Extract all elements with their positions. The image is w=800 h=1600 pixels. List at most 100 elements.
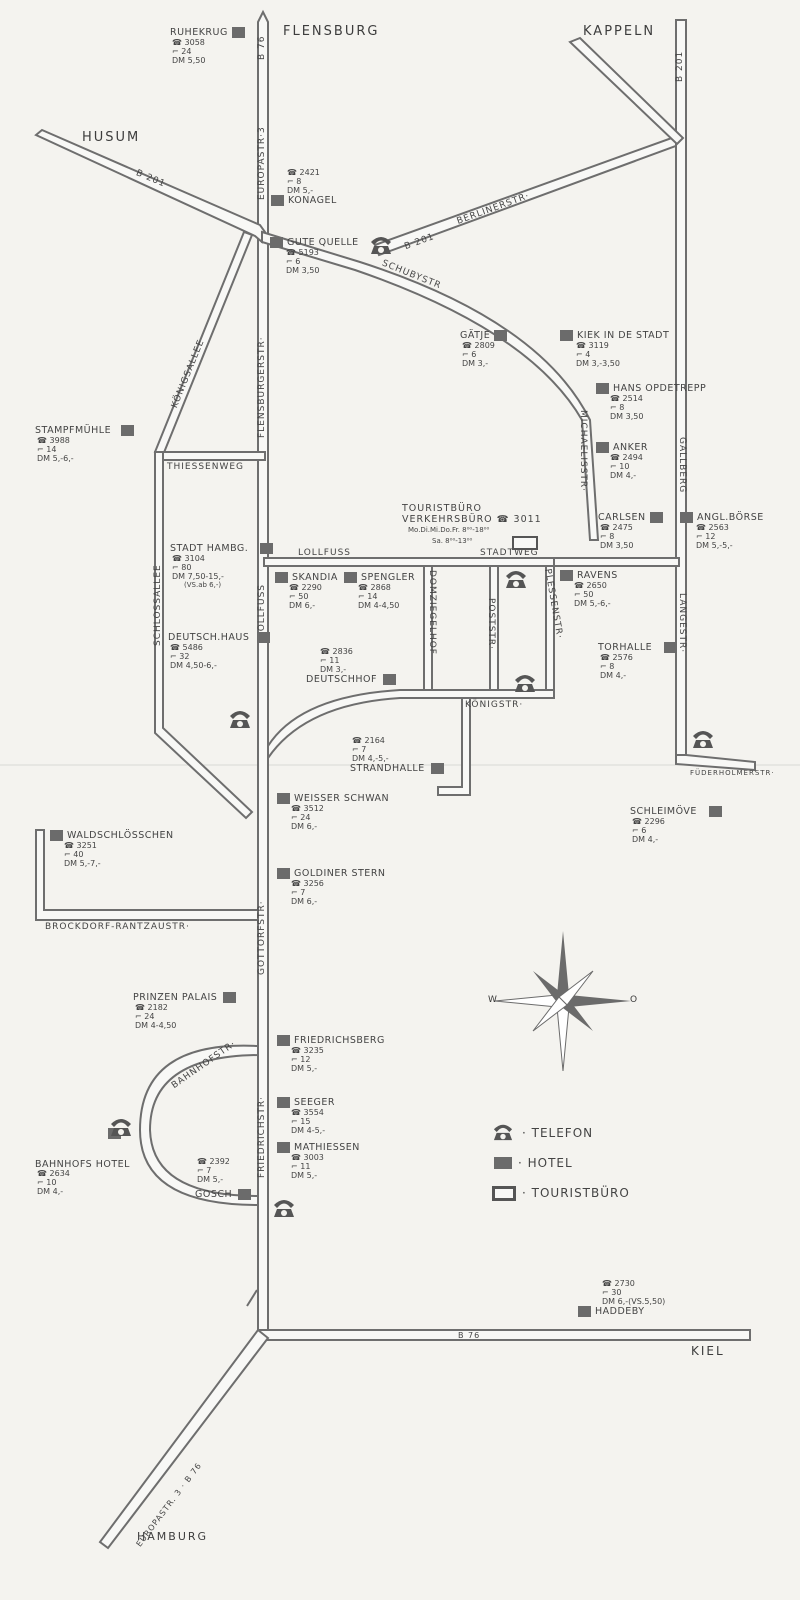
hotel-tel: ☎ 2650	[574, 581, 607, 590]
road-schubystr	[261, 230, 600, 541]
telephone-icon	[271, 1197, 297, 1223]
hotel-price: DM 5,50	[172, 56, 206, 65]
hotel-beds: ⌐ 50	[289, 592, 309, 601]
hotel-icon	[121, 425, 135, 436]
hotel-icon	[344, 572, 357, 583]
hotel-price: DM 6,-	[291, 822, 318, 831]
hotel-name: GUTE QUELLE	[287, 237, 359, 248]
hotel-icon	[277, 1035, 290, 1046]
hotel-price: DM 4-4,50	[135, 1021, 177, 1030]
hotel-tel: ☎ 2290	[289, 583, 322, 592]
hotel-icon	[270, 237, 283, 248]
hotel-price: DM 3,-3,50	[576, 359, 620, 368]
hotel-tel: ☎ 3003	[291, 1153, 324, 1162]
legend-hotel: · HOTEL	[490, 1148, 630, 1178]
hotel-tel: ☎ 5486	[170, 643, 203, 652]
road-label-b201-north: B 201	[675, 50, 685, 82]
hotel-price: DM 5,-6,-	[37, 454, 74, 463]
hotel-konagel: ☎ 2421 ⌐ 8 DM 5,- KONAGEL	[271, 168, 337, 206]
legend-telefon: · TELEFON	[490, 1118, 630, 1148]
hotel-icon	[494, 1157, 512, 1169]
hotel-tel: ☎ 3256	[291, 879, 324, 888]
hotel-price: DM 5,-	[291, 1171, 318, 1180]
hotel-goldiner-stern: GOLDINER STERN ☎ 3256 ⌐ 7 DM 6,-	[277, 868, 386, 906]
hotel-name: SCHLEIMÖVE	[630, 806, 697, 817]
hotel-name: KONAGEL	[288, 195, 337, 206]
road-strandhalle-spur	[437, 697, 471, 796]
hotel-tel: ☎ 2296	[632, 817, 665, 826]
hotel-icon	[277, 1097, 290, 1108]
hotel-icon	[257, 632, 271, 643]
hotel-beds: ⌐ 7	[352, 745, 367, 754]
hotel-schleimoewe: SCHLEIMÖVE ☎ 2296 ⌐ 6 DM 4,-	[630, 806, 722, 844]
hotel-name: TORHALLE	[598, 642, 653, 653]
hotel-name: WALDSCHLÖSSCHEN	[67, 830, 174, 841]
hotel-tel: ☎ 2182	[135, 1003, 168, 1012]
road-label-stadtweg: STADTWEG	[480, 548, 539, 558]
hotel-tel: ☎ 2634	[37, 1169, 70, 1178]
hotel-tel: ☎ 3251	[64, 841, 97, 850]
road-label-schlossallee: SCHLOSSALLEE	[153, 564, 163, 646]
hotel-icon	[560, 330, 573, 341]
hotel-stampfmuehle: STAMPFMÜHLE ☎ 3988 ⌐ 14 DM 5,-6,-	[35, 425, 135, 463]
hotel-tel: ☎ 2421	[287, 168, 320, 177]
hotel-name: SEEGER	[294, 1097, 335, 1108]
hotel-icon	[664, 642, 678, 653]
hotel-name: SKANDIA	[292, 572, 338, 583]
hotel-tel: ☎ 2730	[602, 1279, 635, 1288]
road-thiessenweg	[154, 451, 266, 461]
compass-rose	[494, 931, 631, 1072]
telephone-icon	[690, 728, 716, 754]
hotel-tel: ☎ 2836	[320, 647, 353, 656]
road-label-poststr: POSTSTR·	[486, 598, 496, 651]
hotel-anker: ANKER ☎ 2494 ⌐ 10 DM 4,-	[596, 442, 648, 480]
hotel-beds: ⌐ 8	[287, 177, 302, 186]
legend-touristbuero: · TOURISTBÜRO	[490, 1178, 630, 1208]
road-label-thiessenweg: THIESSENWEG	[167, 462, 245, 472]
telephone-icon	[512, 672, 538, 698]
telephone-icon	[227, 708, 253, 734]
hotel-name: CARLSEN	[598, 512, 646, 523]
touristbuero-icon	[492, 1185, 516, 1201]
hotel-price: DM 6,-(VS.5,50)	[602, 1297, 666, 1306]
road-bahnhofstr	[138, 1044, 259, 1207]
hotel-beds: ⌐ 24	[291, 813, 311, 822]
hotel-name: DEUTSCHHOF	[306, 674, 377, 685]
hotel-tel: ☎ 2514	[610, 394, 643, 403]
hotel-tel: ☎ 3554	[291, 1108, 324, 1117]
hotel-icon	[430, 763, 444, 774]
telephone-icon	[490, 1122, 516, 1145]
road-koenigstr	[267, 689, 555, 762]
hotel-spengler: SPENGLER ☎ 2868 ⌐ 14 DM 4-4,50	[344, 572, 415, 610]
hotel-price: DM 4,-	[600, 671, 627, 680]
legend-telefon-label: · TELEFON	[522, 1126, 594, 1140]
verkehrsbuero-title: VERKEHRSBÜRO ☎ 3011	[402, 514, 542, 525]
hotel-price: DM 4,-	[37, 1187, 64, 1196]
hotel-tel: ☎ 3988	[37, 436, 70, 445]
hotel-name: GOSCH	[195, 1189, 233, 1200]
city-flensburg: FLENSBURG	[283, 24, 380, 39]
hotel-tel: ☎ 3058	[172, 38, 205, 47]
hotel-price: DM 4,-	[632, 835, 659, 844]
hotel-price: DM 5,-7,-	[64, 859, 101, 868]
map-legend: · TELEFON · HOTEL · TOURISTBÜRO	[490, 1118, 630, 1208]
road-label-fuederholmerstr: FÜDERHOLMERSTR·	[690, 769, 775, 777]
hotel-beds: ⌐ 6	[632, 826, 647, 835]
hotel-name: RAVENS	[577, 570, 618, 581]
hotel-icon	[708, 806, 722, 817]
hotel-ravens: RAVENS ☎ 2650 ⌐ 50 DM 5,-6,-	[560, 570, 618, 608]
hotel-tel: ☎ 2475	[600, 523, 633, 532]
legend-hotel-label: · HOTEL	[518, 1156, 573, 1170]
hotel-deutschhof: ☎ 2836 ⌐ 11 DM 3,- DEUTSCHHOF	[306, 647, 396, 685]
hotel-ruhekrug: RUHEKRUG ☎ 3058 ⌐ 24 DM 5,50	[170, 27, 245, 65]
hotel-price: DM 3,50	[286, 266, 320, 275]
hotel-price: DM 3,-	[462, 359, 489, 368]
hotel-weisser-schwan: WEISSER SCHWAN ☎ 3512 ⌐ 24 DM 6,-	[277, 793, 389, 831]
hotel-deutsch-haus: DEUTSCH.HAUS ☎ 5486 ⌐ 32 DM 4,50-6,-	[168, 632, 271, 670]
hotel-icon	[260, 543, 274, 554]
hotel-seeger: SEEGER ☎ 3554 ⌐ 15 DM 4-5,-	[277, 1097, 335, 1135]
hotel-tel: ☎ 3104	[172, 554, 205, 563]
hotel-price: DM 5,-	[287, 186, 314, 195]
hotel-price: DM 3,50	[600, 541, 634, 550]
hotel-beds: ⌐ 14	[358, 592, 378, 601]
